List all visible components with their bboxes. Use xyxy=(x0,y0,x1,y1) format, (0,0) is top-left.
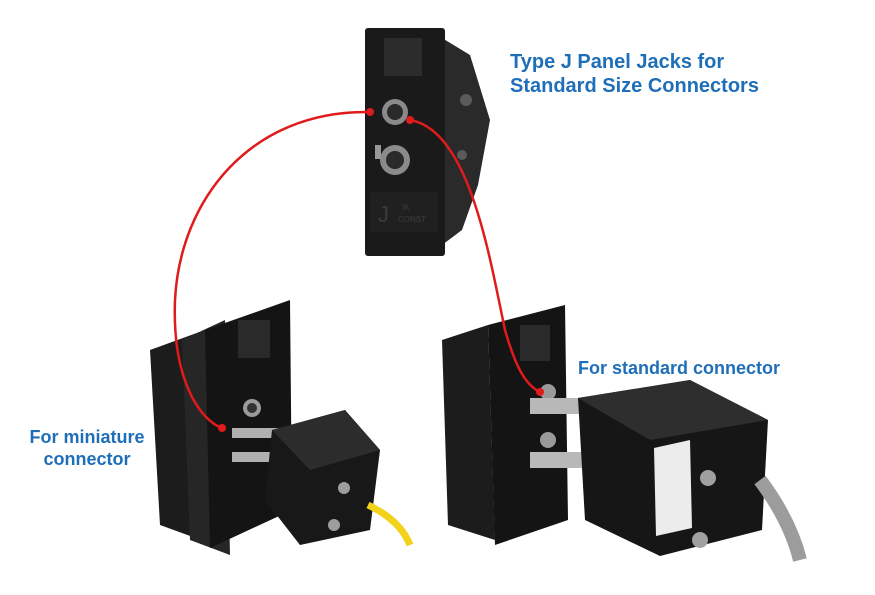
type-letter-top: J xyxy=(378,202,389,227)
miniature-assembly xyxy=(150,300,414,555)
miniature-caption-line2: connector xyxy=(43,448,131,469)
const-marking: CONST xyxy=(398,215,426,224)
top-caption: Type J Panel Jacks for Standard Size Con… xyxy=(510,50,759,98)
standard-assembly xyxy=(442,305,807,562)
red-callout-lines xyxy=(173,108,544,432)
top-caption-line2: Standard Size Connectors xyxy=(510,75,759,97)
top-panel-jack: J IK CONST xyxy=(365,28,490,256)
miniature-caption-line1: For miniature xyxy=(29,427,145,447)
ik-marking: IK xyxy=(402,203,410,212)
standard-caption: For standard connector xyxy=(578,358,781,378)
top-caption-line1: Type J Panel Jacks for xyxy=(510,51,725,73)
miniature-caption: For miniature connector xyxy=(12,427,162,470)
